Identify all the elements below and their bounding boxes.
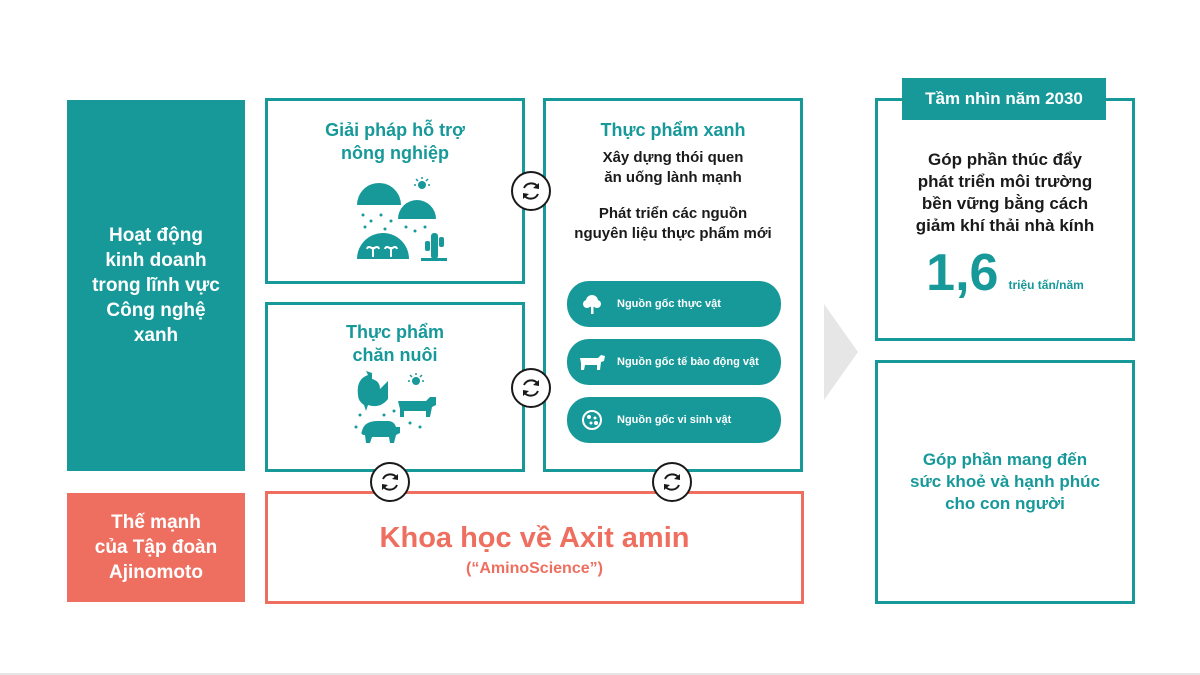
green-food-box: Thực phẩm xanh Xây dựng thói quen ăn uốn… <box>543 98 803 472</box>
tree-icon <box>567 293 617 315</box>
livestock-icon <box>354 371 436 443</box>
cycle-icon-greenfood-amino <box>652 462 692 502</box>
agri-solutions-box: Giải pháp hỗ trợ nông nghiệp <box>265 98 525 284</box>
source-pill-microbe: Nguồn gốc vi sinh vật <box>567 397 781 443</box>
green-food-title: Thực phẩm xanh <box>600 120 746 140</box>
emissions-metric: 1,6 triệu tấn/năm <box>878 245 1132 301</box>
source-pill-plant: Nguồn gốc thực vật <box>567 281 781 327</box>
cycle-icon-livestock-greenfood <box>511 368 551 408</box>
group-strength-label: Thế mạnh của Tập đoàn Ajinomoto <box>94 512 218 583</box>
new-food-sources-text: Phát triển các nguồn nguyên liệu thực ph… <box>574 205 772 242</box>
health-goal-text: Góp phần mang đến sức khoẻ và hạnh phúc … <box>910 450 1100 513</box>
arrow-right-icon <box>824 304 858 400</box>
vision-2030-label: Tầm nhìn năm 2030 <box>925 89 1083 108</box>
business-activities-label: Hoạt động kinh doanh trong lĩnh vực Công… <box>92 225 220 346</box>
cow-icon <box>567 352 617 372</box>
amino-science-subtitle: (“AminoScience”) <box>466 560 603 577</box>
business-activities-panel: Hoạt động kinh doanh trong lĩnh vực Công… <box>67 100 245 471</box>
healthy-eating-text: Xây dựng thói quen ăn uống lành mạnh <box>602 149 744 186</box>
amino-science-box: Khoa học về Axit amin (“AminoScience”) <box>265 491 804 604</box>
agri-solutions-title: Giải pháp hỗ trợ nông nghiệp <box>325 120 465 163</box>
bottom-divider <box>0 673 1200 675</box>
emissions-unit: triệu tấn/năm <box>1008 278 1084 292</box>
livestock-food-box: Thực phẩm chăn nuôi <box>265 302 525 472</box>
cycle-icon-agri-greenfood <box>511 171 551 211</box>
emissions-value: 1,6 <box>926 244 999 302</box>
emissions-goal-text: Góp phần thúc đẩy phát triển môi trường … <box>915 150 1095 235</box>
group-strength-panel: Thế mạnh của Tập đoàn Ajinomoto <box>67 493 245 602</box>
cycle-icon-livestock-amino <box>370 462 410 502</box>
source-label-plant: Nguồn gốc thực vật <box>617 298 721 310</box>
greenhouse-sprouts-icon <box>357 177 447 261</box>
livestock-food-title: Thực phẩm chăn nuôi <box>345 322 445 365</box>
microbe-icon <box>567 409 617 431</box>
vision-2030-tag: Tầm nhìn năm 2030 <box>902 78 1106 120</box>
vision-emissions-box: Góp phần thúc đẩy phát triển môi trường … <box>875 98 1135 341</box>
amino-science-title: Khoa học về Axit amin <box>379 522 690 554</box>
source-label-animal-cell: Nguồn gốc tế bào động vật <box>617 356 759 368</box>
vision-health-box: Góp phần mang đến sức khoẻ và hạnh phúc … <box>875 360 1135 604</box>
source-pill-animal-cell: Nguồn gốc tế bào động vật <box>567 339 781 385</box>
source-label-microbe: Nguồn gốc vi sinh vật <box>617 414 732 426</box>
